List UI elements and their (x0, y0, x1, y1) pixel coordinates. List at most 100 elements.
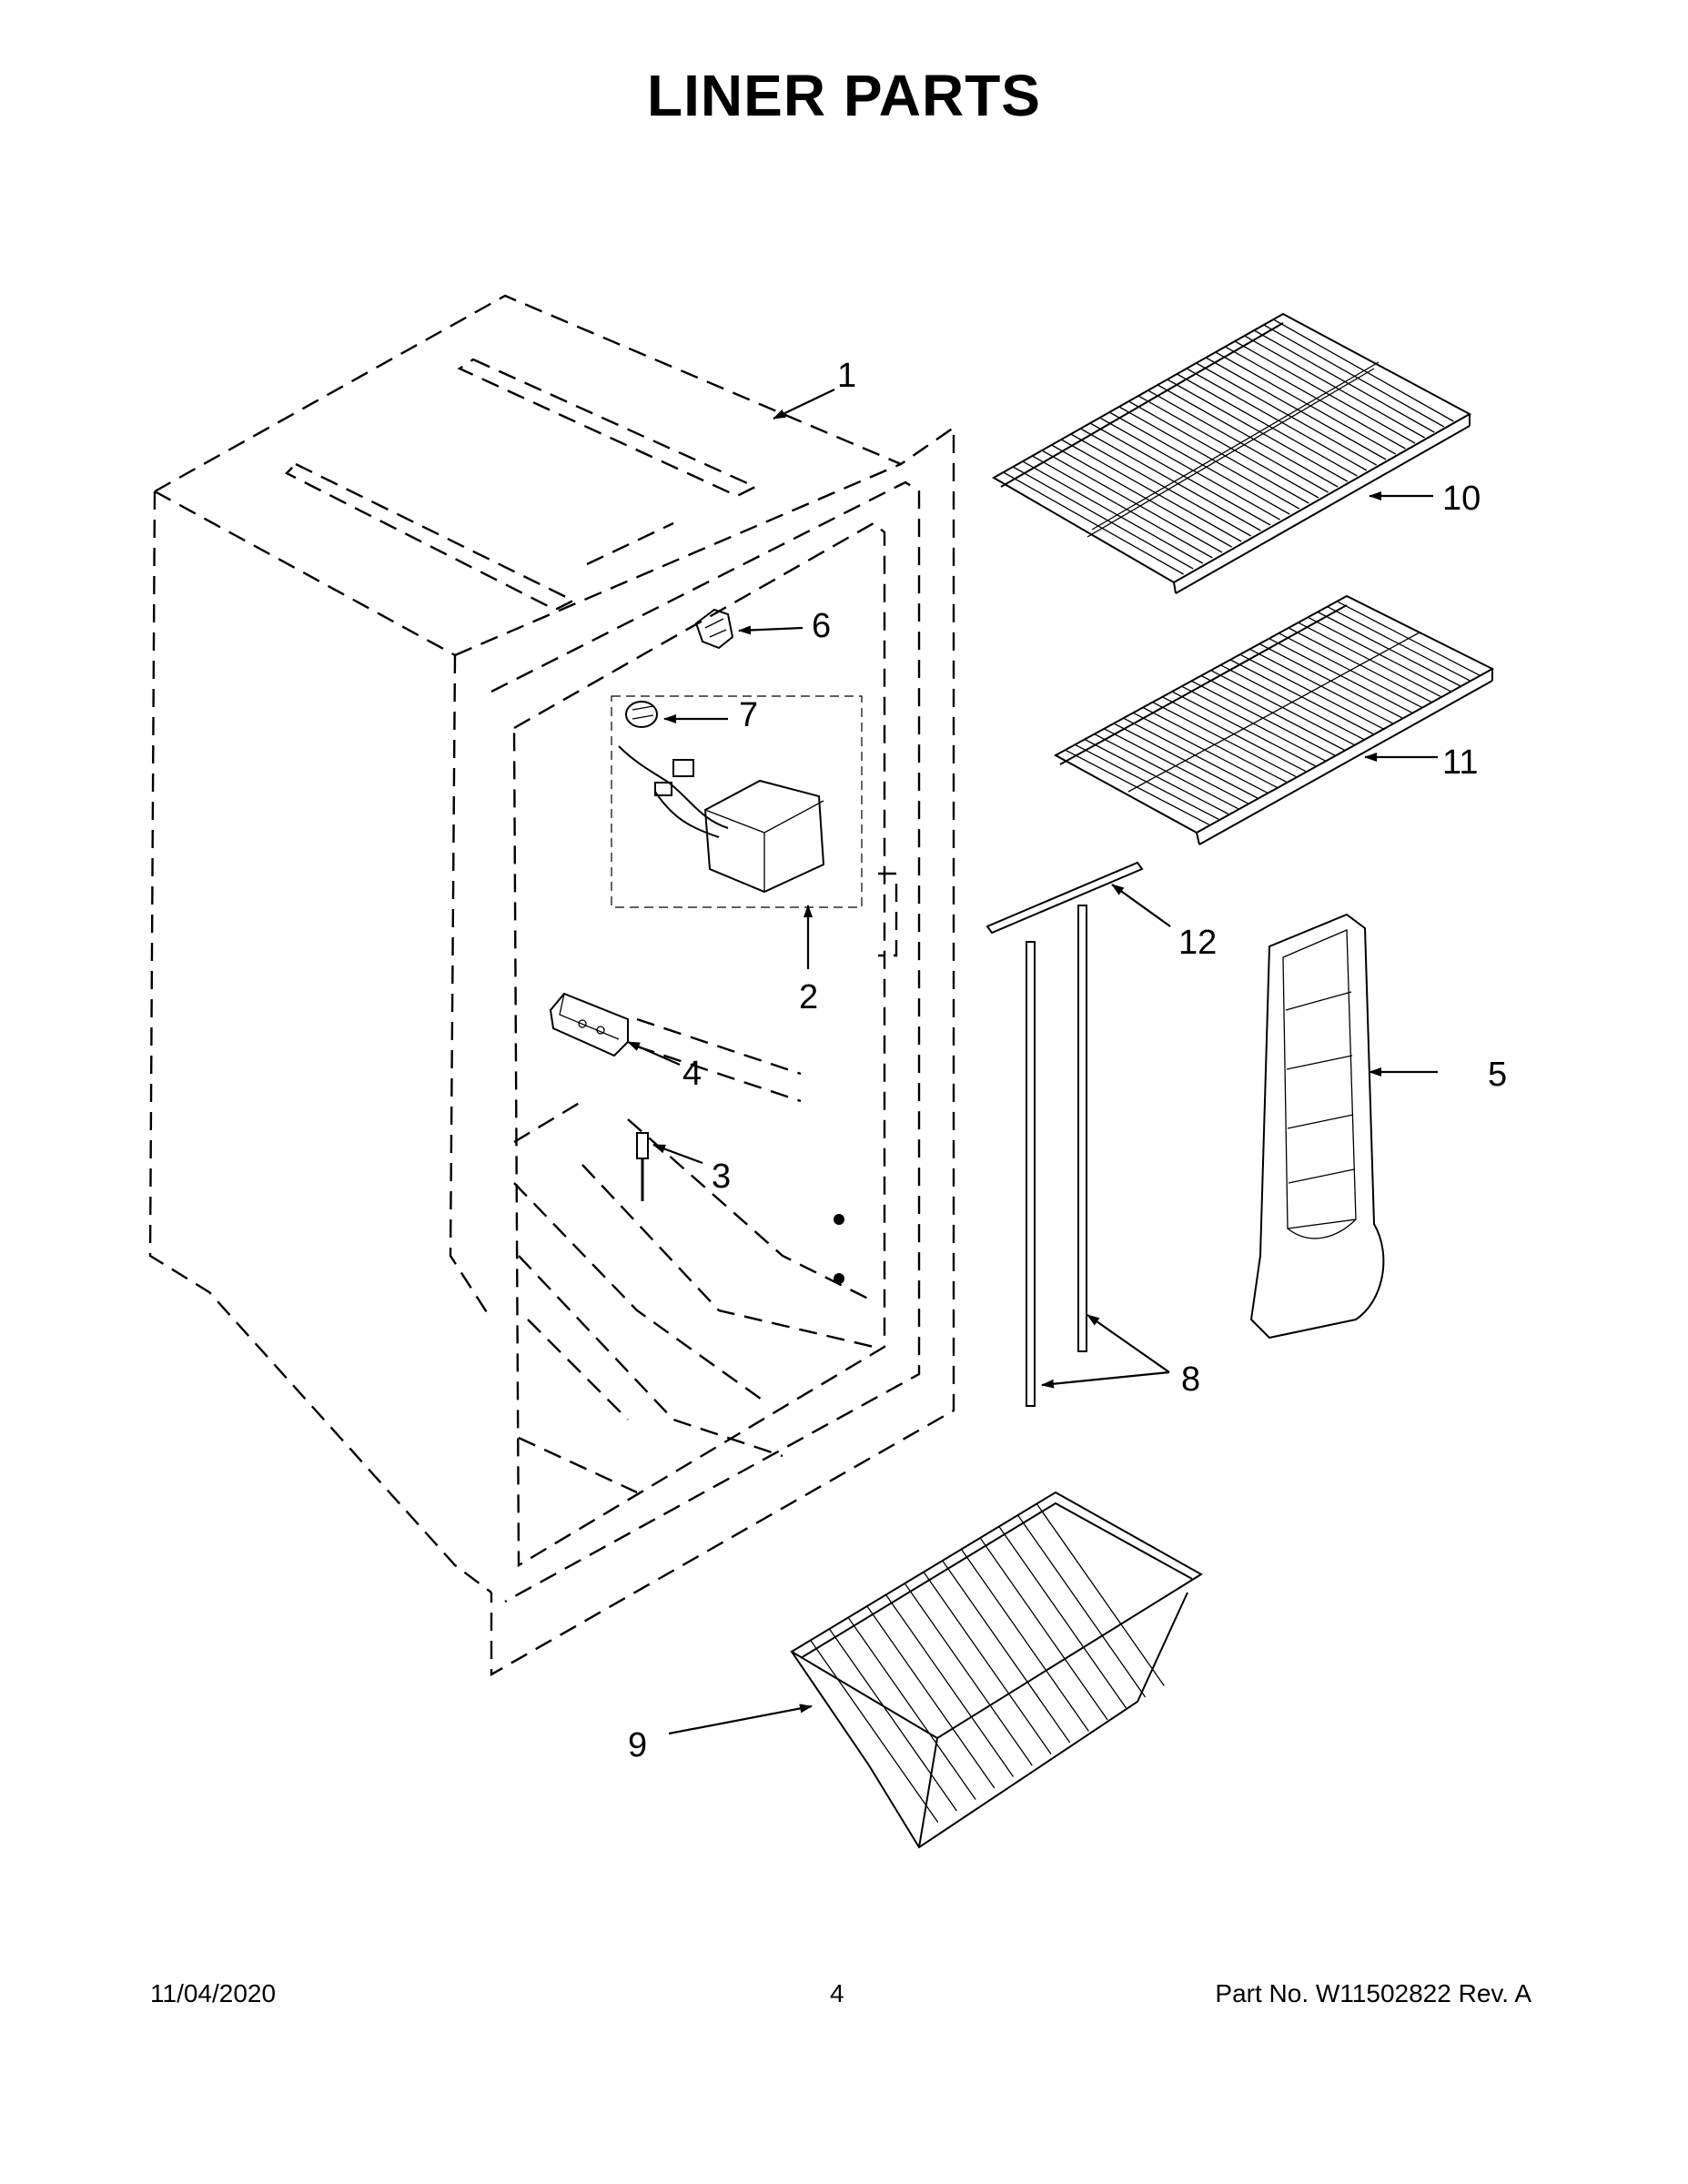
wire-rib (1084, 738, 1229, 815)
wire-rib (1137, 395, 1319, 499)
wire-rib (1210, 670, 1355, 746)
wire-rib (1288, 627, 1433, 703)
wire-rib (810, 1640, 939, 1823)
wire-rib (847, 1617, 976, 1800)
wire-rib (1191, 680, 1336, 756)
wire-rib (1123, 717, 1268, 794)
wire-rib (1258, 642, 1404, 720)
part-9-wire-basket (790, 1491, 1203, 1849)
wire-rib (1171, 691, 1317, 767)
wire-rib (1298, 622, 1442, 698)
part-10-wire-shelf (991, 312, 1472, 594)
wire-rib (1249, 648, 1394, 724)
cabinet-liner (148, 294, 955, 1677)
wire-rib (1017, 1514, 1147, 1698)
wire-rib (1041, 450, 1223, 553)
wire-rib (1022, 460, 1204, 564)
wire-rib (1196, 362, 1377, 466)
wire-rib (1142, 706, 1288, 784)
wire-rib (1273, 318, 1454, 422)
part-2-control-housing (611, 695, 863, 908)
wire-rib (1253, 329, 1435, 433)
wire-rib (1118, 406, 1300, 510)
callout-8: 8 (1181, 1360, 1200, 1399)
wire-rib (1094, 733, 1238, 810)
callout-3: 3 (712, 1158, 731, 1196)
wire-rib (1200, 674, 1346, 752)
wire-rib (1327, 606, 1471, 682)
part-12-trim-strip (986, 861, 1144, 935)
wire-rib (1080, 428, 1261, 531)
wire-rib (1181, 685, 1326, 762)
wire-rib (1036, 1503, 1165, 1686)
wire-rib (1279, 632, 1423, 709)
wire-rib (1215, 351, 1397, 455)
footer-date: 11/04/2020 (150, 1979, 277, 2007)
wire-rib (885, 1594, 1015, 1777)
wire-rib (1220, 664, 1365, 741)
wire-rib (1133, 712, 1278, 788)
wire-rib (1186, 368, 1368, 471)
page-title: LINER PARTS (647, 63, 1041, 128)
callout-5: 5 (1488, 1056, 1507, 1094)
wire-rib (1177, 373, 1358, 477)
part-8-trim-strips (1026, 905, 1087, 1407)
wire-rib (1099, 417, 1280, 521)
footer-part-number: Part No. W11502822 Rev. A (1215, 1979, 1531, 2007)
wire-rib (904, 1582, 1033, 1766)
callout-leaders (627, 389, 1438, 1735)
wire-rib (923, 1572, 1052, 1754)
callout-11: 11 (1442, 743, 1478, 782)
wire-rib (1070, 433, 1252, 537)
wire-rib (998, 1526, 1127, 1709)
wire-rib (1239, 653, 1384, 730)
wire-rib (1244, 335, 1425, 439)
part-7-knob (625, 701, 658, 728)
part-3-sensor-probe (636, 1132, 649, 1201)
wire-rib (1051, 444, 1232, 548)
wire-rib (1012, 466, 1194, 570)
part-4-bracket (549, 992, 629, 1057)
callout-4: 4 (682, 1055, 702, 1093)
part-11-wire-shelf (1053, 594, 1495, 845)
part-6-clip (694, 608, 734, 650)
callout-7: 7 (739, 696, 758, 734)
wire-rib (1003, 471, 1184, 575)
wire-rib (1089, 422, 1271, 526)
wire-rib (1308, 616, 1452, 693)
wire-rib (866, 1605, 996, 1789)
wire-rib (1167, 379, 1349, 482)
callout-2: 2 (799, 978, 818, 1016)
wire-rib (1225, 346, 1406, 450)
wire-rib (1147, 389, 1329, 493)
wire-rib (1104, 728, 1248, 804)
wire-rib (1162, 696, 1307, 773)
wire-rib (979, 1537, 1108, 1721)
wire-rib (1157, 384, 1339, 488)
wire-rib (1075, 743, 1219, 820)
wire-rib (960, 1549, 1089, 1732)
wire-rib (1065, 749, 1209, 825)
callout-10: 10 (1442, 480, 1481, 518)
wire-rib (1032, 455, 1213, 559)
wire-rib (1269, 638, 1413, 714)
wire-rib (942, 1560, 1071, 1744)
callout-1: 1 (837, 357, 856, 395)
wire-rib (1234, 340, 1416, 444)
wire-rib (828, 1628, 957, 1812)
callout-6: 6 (812, 607, 831, 645)
wire-rib (1128, 400, 1309, 504)
wire-rib (1337, 601, 1481, 677)
wire-rib (1229, 659, 1375, 735)
callout-12: 12 (1178, 924, 1217, 962)
wire-rib (1263, 324, 1445, 428)
wire-rib (1108, 411, 1290, 515)
wire-rib (1205, 357, 1387, 460)
wire-rib (1152, 702, 1297, 778)
part-5-panel (1249, 913, 1385, 1340)
wire-rib (1317, 611, 1462, 688)
wire-rib (1060, 439, 1242, 542)
callout-9: 9 (628, 1726, 647, 1764)
footer-page-number: 4 (830, 1979, 844, 2007)
